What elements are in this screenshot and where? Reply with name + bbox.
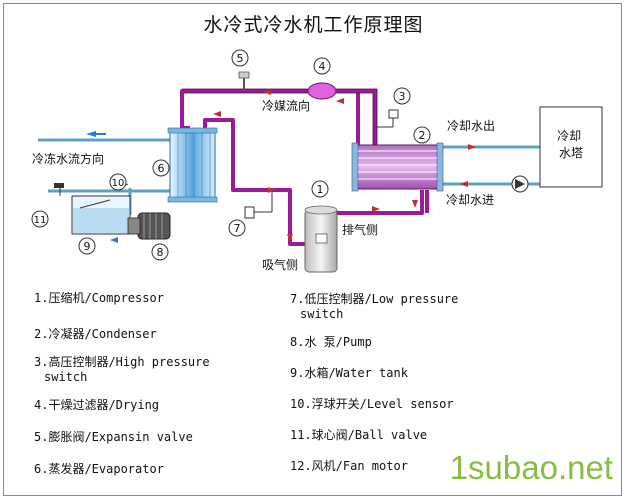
cooling-water-pump: [511, 175, 529, 193]
watermark: 1subao.net: [449, 449, 613, 486]
marker-8: [151, 243, 169, 261]
marker-3: [393, 87, 411, 105]
marker-9: [78, 237, 96, 255]
chilled-water-flow-label: 冷冻水流方向: [32, 151, 104, 166]
suction-side-label: 吸气侧: [262, 257, 298, 272]
cooling-water-in-label: 冷却水进: [446, 193, 494, 207]
refrigerant-flow-label: 冷媒流向: [262, 98, 310, 113]
refrigerant-arrow: [263, 89, 271, 95]
marker-2: [413, 126, 431, 144]
marker-number: 6: [158, 162, 165, 175]
legend-item-continuation: switch: [300, 307, 344, 321]
ball-valve: [54, 183, 64, 196]
legend-item: 6.蒸发器/Evaporator: [34, 462, 164, 476]
expansion-valve: [238, 71, 250, 91]
marker-numbers: 1 2 3 4 5 6 7 8 9 10 11: [34, 52, 426, 259]
refrigerant-arrow: [268, 187, 276, 193]
marker-number: 8: [157, 246, 164, 259]
marker-number: 1: [317, 183, 324, 196]
marker-number: 7: [234, 222, 241, 235]
low-pressure-switch: [244, 190, 273, 219]
legend-item: 5.膨胀阀/Expansin valve: [34, 430, 193, 444]
marker-number: 5: [237, 52, 244, 65]
legend-left: 1.压缩机/Compressor 2.冷凝器/Condenser 3.高压控制器…: [34, 291, 210, 477]
cooling-tower-label: 冷却 水塔: [557, 129, 585, 160]
condenser: [351, 142, 444, 192]
marker-5: [231, 49, 249, 67]
diagram-labels: 冷媒流向 冷冻水流方向 冷却水出 冷却水进 排气侧 吸气侧 冷却 水塔: [32, 98, 585, 272]
marker-1: [311, 180, 329, 198]
flow-arrows: [86, 89, 476, 243]
marker-4: [313, 57, 331, 75]
legend-item: 1.压缩机/Compressor: [34, 291, 164, 305]
legend-item-continuation: switch: [44, 370, 88, 384]
legend-item: 9.水箱/Water tank: [290, 366, 408, 380]
marker-number: 9: [84, 240, 91, 253]
water-arrow: [110, 237, 118, 243]
water-tank: [71, 195, 131, 235]
marker-number: 10: [112, 178, 125, 189]
marker-10: [109, 173, 127, 191]
water-arrow: [86, 131, 96, 137]
marker-6: [152, 159, 170, 177]
legend-item: 2.冷凝器/Condenser: [34, 327, 157, 341]
cooling-water-out-label: 冷却水出: [447, 119, 495, 133]
marker-number: 4: [319, 60, 326, 73]
water-pump: [127, 212, 171, 240]
legend-item: 3.高压控制器/High pressure: [34, 355, 210, 369]
diagram-title: 水冷式冷水机工作原理图: [203, 14, 424, 36]
discharge-side-label: 排气侧: [342, 222, 378, 237]
legend-item: 12.风机/Fan motor: [290, 459, 408, 473]
marker-number: 2: [419, 129, 426, 142]
diagram-frame: [3, 3, 622, 496]
marker-number: 3: [399, 90, 406, 103]
evaporator: [167, 127, 218, 203]
refrigerant-arrow: [372, 206, 380, 212]
component-markers: [31, 49, 431, 261]
legend-item: 11.球心阀/Ball valve: [290, 428, 428, 442]
refrigerant-arrow: [287, 234, 293, 242]
compressor: [304, 205, 338, 273]
legend-item: 8.水 泵/Pump: [290, 335, 372, 349]
refrigerant-arrow: [412, 200, 418, 208]
drying-filter: [307, 82, 337, 100]
legend-item: 10.浮球开关/Level sensor: [290, 397, 454, 411]
cooling-tower: [539, 106, 603, 188]
legend-right: 7.低压控制器/Low pressure switch 8.水 泵/Pump 9…: [290, 292, 458, 474]
water-arrow: [468, 144, 476, 150]
marker-number: 11: [34, 215, 47, 226]
legend-item: 7.低压控制器/Low pressure: [290, 292, 459, 306]
marker-7: [228, 219, 246, 237]
refrigerant-arrow: [336, 98, 344, 104]
high-pressure-switch: [375, 109, 399, 128]
marker-11: [31, 210, 49, 228]
legend-item: 4.干燥过滤器/Drying: [34, 398, 160, 412]
water-arrow: [460, 181, 468, 187]
refrigerant-arrow: [213, 111, 221, 117]
